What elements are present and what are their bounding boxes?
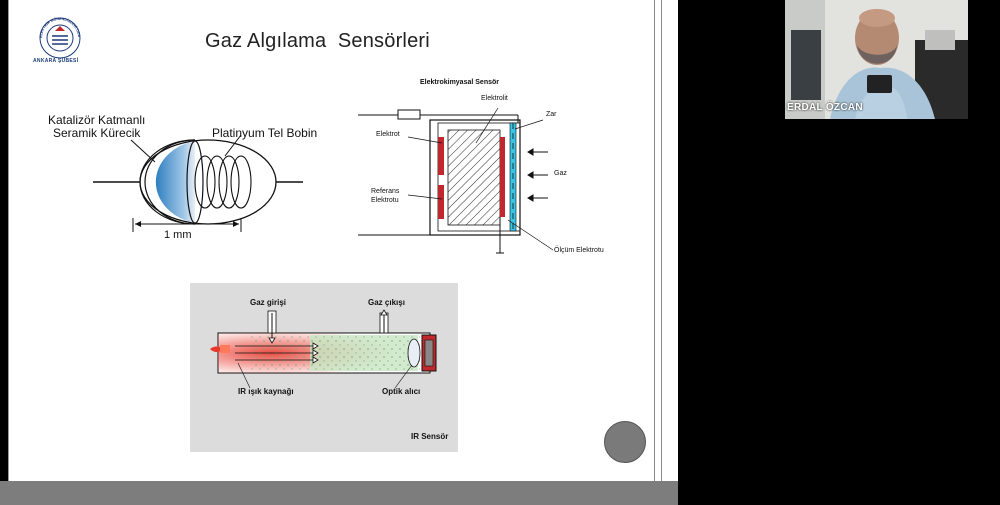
label-reference-line1: Referans: [371, 188, 400, 195]
rule-line: [661, 0, 662, 481]
electrochem-title: Elektrokimyasal Sensör: [420, 79, 499, 86]
participant-name-tag: ERDAL ÖZCAN: [787, 102, 863, 113]
label-coating-line2: Seramik Kürecik: [53, 126, 141, 140]
catalytic-bead-diagram: [93, 134, 303, 232]
logo-caption: ANKARA ŞUBESİ: [33, 58, 79, 64]
slide-left-rule: [8, 0, 9, 481]
participant-video-tile[interactable]: ERDAL ÖZCAN: [785, 0, 968, 119]
label-coil: Platinyum Tel Bobin: [212, 126, 318, 140]
label-optical-receiver: Optik alıcı: [382, 387, 421, 396]
label-ir-source: IR ışık kaynağı: [238, 387, 294, 396]
electrochemical-sensor-diagram: [358, 107, 554, 254]
label-membrane: Zar: [546, 111, 557, 118]
slide-right-rules: [652, 0, 678, 481]
label-electrolyte: Elektrolit: [481, 95, 508, 102]
label-gas: Gaz: [554, 170, 567, 177]
label-measuring-electrode: Ölçüm Elektrotu: [554, 247, 604, 254]
presentation-slide: ELEKTRİK MÜHENDİSLERİ ODASI ANKARA ŞUBES…: [8, 0, 652, 481]
laser-pointer-dot: [604, 421, 646, 463]
ir-sensor-diagram: [210, 309, 437, 389]
bottom-scrollbar[interactable]: [0, 481, 678, 505]
label-gas-outlet: Gaz çıkışı: [368, 298, 405, 307]
ir-sensor-title: IR Sensör: [411, 432, 449, 441]
slide-title: Gaz Algılama Sensörleri: [205, 30, 430, 52]
ir-sensor-panel: Gaz girişi Gaz çıkışı IR ışık kaynağı Op…: [190, 283, 458, 452]
logo-emblem-icon: ELEKTRİK MÜHENDİSLERİ ODASI: [29, 5, 81, 59]
chamber-logo: ELEKTRİK MÜHENDİSLERİ ODASI: [29, 5, 90, 70]
label-coating-line1: Katalizör Katmanlı: [48, 113, 146, 127]
label-reference-line2: Elektrotu: [371, 197, 399, 204]
label-electrode: Elektrot: [376, 131, 400, 138]
label-dimension: 1 mm: [164, 229, 192, 241]
label-gas-inlet: Gaz girişi: [250, 298, 287, 307]
rule-line: [654, 0, 655, 481]
participant-video-frame: [785, 0, 968, 119]
